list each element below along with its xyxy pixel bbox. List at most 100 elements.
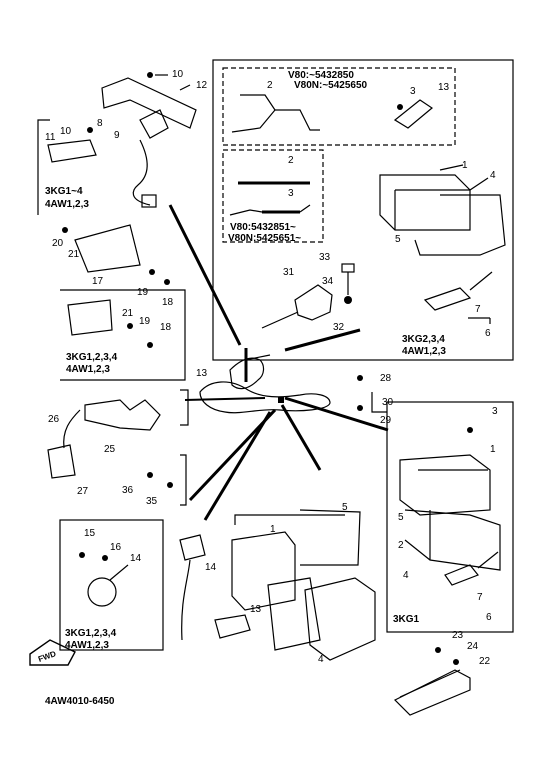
washer-19b: [127, 323, 133, 329]
bolt-33-head: [341, 263, 355, 273]
part-27: [47, 444, 76, 479]
part-num-20: 20: [52, 238, 64, 249]
leader-12: [179, 84, 191, 91]
battery-case-top: [414, 194, 506, 256]
leader-4a: [469, 177, 489, 191]
model-code-4aw-c: 4AW1,2,3: [402, 346, 446, 357]
bolt-20: [62, 227, 68, 233]
part-13-connector: [214, 614, 251, 639]
washer-34: [344, 296, 352, 304]
serial-b-v80n: V80N:5425651~: [228, 233, 302, 244]
part-num-7: 7: [477, 592, 483, 603]
part-25: [84, 399, 161, 431]
part-22-line: [399, 669, 461, 698]
part-num-13: 13: [250, 604, 262, 615]
part-num-5: 5: [342, 502, 348, 513]
leader-8: [280, 404, 322, 471]
part-num-9: 9: [114, 130, 120, 141]
part-8: [139, 109, 169, 139]
part-5-strap: [299, 509, 361, 566]
fuse-wire-top: [469, 271, 493, 291]
battery-3kg1: [399, 454, 491, 516]
harness-2b: [275, 109, 320, 131]
part-14-cable: [181, 559, 191, 641]
part-num-3: 3: [410, 86, 416, 97]
bolt-3b: [467, 427, 473, 433]
frame-sketch-bar: [244, 354, 271, 361]
bolt-35: [167, 482, 173, 488]
leader-3: [284, 328, 361, 352]
bolt-18b: [147, 342, 153, 348]
fuse-3kg1-wire: [477, 551, 499, 569]
battery-bottom: [231, 531, 296, 611]
washer-30: [357, 405, 363, 411]
part-14-switch: [179, 534, 206, 561]
part-num-1: 1: [462, 160, 468, 171]
washer-24: [453, 659, 459, 665]
part-num-32: 32: [333, 322, 345, 333]
part-num-4: 4: [490, 170, 496, 181]
fwd-arrow: [29, 639, 76, 666]
part-num-14: 14: [130, 553, 142, 564]
frame-top-right: [212, 59, 514, 361]
part-num-7: 7: [475, 304, 481, 315]
bracket-3kg1: [371, 392, 387, 413]
part-num-13: 13: [438, 82, 450, 93]
leader-7: [203, 411, 272, 521]
bracket-35: [180, 454, 187, 506]
model-code-4aw-d: 4AW1,2,3: [65, 640, 109, 651]
part-num-25: 25: [104, 444, 116, 455]
leader-6: [184, 397, 266, 401]
washer-19: [149, 269, 155, 275]
model-code-4aw-a: 4AW1,2,3: [45, 199, 89, 210]
part-num-16: 16: [110, 542, 122, 553]
serial-a-v80: V80:~5432850: [288, 70, 354, 81]
model-code-3kg1: 3KG1: [393, 614, 420, 625]
part-num-18: 18: [162, 297, 174, 308]
model-code-4aw-b: 4AW1,2,3: [66, 364, 110, 375]
part-num-15: 15: [84, 528, 96, 539]
terminal-13: [393, 99, 434, 129]
washer-3a: [397, 104, 403, 110]
fuse-3kg1: [444, 564, 479, 586]
part-num-4: 4: [403, 570, 409, 581]
bracket-11: [37, 119, 50, 215]
frame-sketch-body: [229, 357, 265, 390]
part-22: [393, 669, 471, 716]
bolt-10b: [87, 127, 93, 133]
dashed-box-early: [222, 67, 456, 146]
dashed-box-late: [222, 149, 324, 243]
part-num-1: 1: [270, 524, 276, 535]
frame-left-mid: [60, 289, 186, 381]
part-num-4: 4: [318, 654, 324, 665]
part-4-lower: [304, 577, 376, 661]
part-num-10: 10: [172, 69, 184, 80]
leader-1: [168, 204, 242, 346]
serial-b-v80: V80:5432851~: [230, 222, 296, 233]
bolt-15: [79, 552, 85, 558]
frame-3kg1: [386, 401, 514, 633]
part-num-19: 19: [139, 316, 151, 327]
frame-14: [59, 519, 164, 651]
part-num-35: 35: [146, 496, 158, 507]
wire-3-ends: [229, 204, 311, 216]
part-num-6: 6: [485, 328, 491, 339]
part-14-body: [87, 577, 117, 607]
part-12-bracket: [101, 77, 197, 129]
fuse-holder-top: [423, 287, 472, 311]
part-num-2: 2: [267, 80, 273, 91]
part-num-24: 24: [467, 641, 479, 652]
leader-1a: [439, 164, 464, 171]
part-num-27: 27: [77, 486, 89, 497]
model-code-3kg1234-a: 3KG1,2,3,4: [66, 352, 118, 363]
frame-sketch-lower: [199, 381, 331, 414]
part-num-2: 2: [288, 155, 294, 166]
part-num-36: 36: [122, 485, 134, 496]
part-num-6: 6: [486, 612, 492, 623]
part-num-13: 13: [196, 368, 208, 379]
part-14-wire: [109, 564, 129, 581]
bracket-lower-mid: [234, 514, 345, 525]
part-num-21: 21: [122, 308, 134, 319]
battery-case-3kg1: [404, 509, 501, 571]
bolt-10: [147, 72, 153, 78]
